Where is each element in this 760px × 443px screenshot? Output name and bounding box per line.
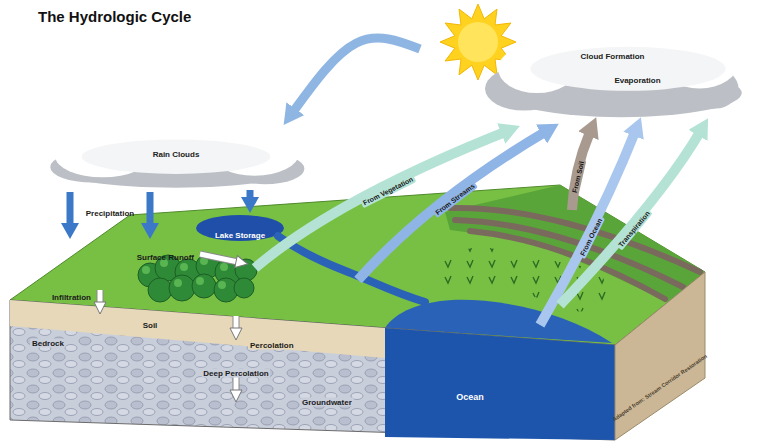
- precipitation-arrow: [147, 192, 154, 226]
- percolation-arrow-outline: [233, 316, 240, 330]
- sunlight-arrow: [293, 38, 420, 112]
- formation-cloud: Cloud FormationEvaporation: [420, 16, 745, 126]
- infiltration-arrow-outline: [97, 290, 104, 304]
- deep-percolation-arrow-outline: [233, 376, 240, 392]
- arrow-label: From Vegetation: [359, 174, 416, 208]
- cloud-label: Cloud Formation: [581, 52, 645, 62]
- source-credit: Adapted from: Stream Corridor Restoratio…: [609, 351, 711, 425]
- evaporation-arrow: [540, 132, 635, 325]
- precipitation-arrow: [247, 190, 254, 200]
- cloud-puff: [531, 47, 726, 91]
- arrow-label: From Streams: [432, 180, 478, 218]
- layer-label: Soil: [141, 321, 160, 330]
- infiltration-arrow: [98, 290, 103, 304]
- sun-core: [458, 22, 498, 62]
- process-label: Infiltration: [50, 293, 93, 302]
- bedrock-face: [10, 300, 615, 440]
- tree-highlights: [142, 257, 228, 289]
- cloud-shape: [420, 16, 745, 126]
- water-body-label: Lake Storage: [213, 231, 267, 240]
- process-label: Precipitation: [84, 209, 136, 218]
- layer-label: Bedrock: [30, 339, 66, 348]
- evaporation-arrow: [358, 132, 545, 280]
- river: [278, 236, 425, 302]
- arrow-label: From Ocean: [577, 215, 605, 259]
- cloud-puff: [82, 140, 271, 174]
- lake: [196, 215, 284, 241]
- layer-label: Groundwater: [300, 398, 354, 407]
- runoff-arrow: [200, 254, 238, 262]
- process-label: Percolation: [248, 341, 296, 350]
- cloud-label: Rain Clouds: [153, 150, 200, 160]
- process-label: Deep Percolation: [201, 369, 270, 378]
- transpiration-arrow: [560, 132, 700, 305]
- process-label: Surface Runoff: [135, 253, 196, 262]
- ocean-section: [385, 328, 615, 440]
- cloud-label: Evaporation: [614, 76, 660, 86]
- title-holder: The Hydrologic Cycle: [38, 8, 191, 25]
- arrow-label: Transpiration: [616, 208, 654, 251]
- percolation-arrow: [234, 316, 239, 330]
- runoff-arrow-outline: [200, 254, 238, 262]
- diagram-title: The Hydrologic Cycle: [38, 8, 191, 25]
- water-body-label: Ocean: [454, 393, 486, 402]
- rain-cloud: Rain Clouds: [45, 112, 307, 198]
- soil-layer: [10, 300, 385, 358]
- precipitation-arrow: [67, 192, 74, 226]
- arrow-label: From Soil: [569, 159, 586, 196]
- deep-percolation-arrow: [234, 376, 239, 392]
